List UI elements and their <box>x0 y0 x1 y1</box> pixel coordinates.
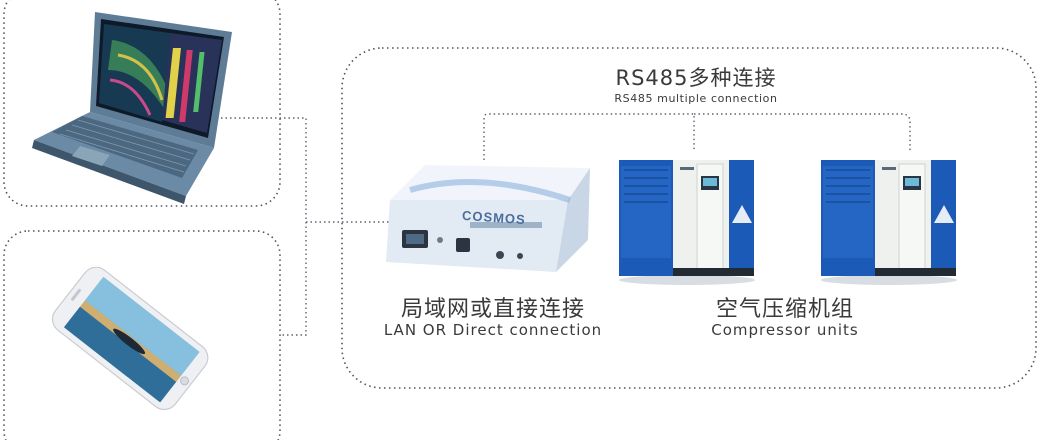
laptop-link-line <box>212 117 307 336</box>
smartphone-icon <box>51 266 209 411</box>
rs485-subtitle: RS485 multiple connection <box>614 92 778 105</box>
rs485-bus-line-2 <box>694 113 911 152</box>
air-compressor-icon <box>821 160 957 285</box>
gateway-device-icon <box>386 165 590 272</box>
air-compressor-icon <box>619 160 755 285</box>
laptop-icon <box>32 12 232 204</box>
rs485-title: RS485多种连接 <box>615 66 777 90</box>
network-frame <box>341 47 1037 389</box>
laptop-frame <box>3 0 281 207</box>
rs485-bus-line <box>483 113 695 160</box>
gateway-label-en: LAN OR Direct connection <box>383 321 603 339</box>
compressors-label-en: Compressor units <box>711 321 859 339</box>
gateway-label-cn: 局域网或直接连接 <box>400 297 585 322</box>
compressors-label-cn: 空气压缩机组 <box>715 297 854 322</box>
